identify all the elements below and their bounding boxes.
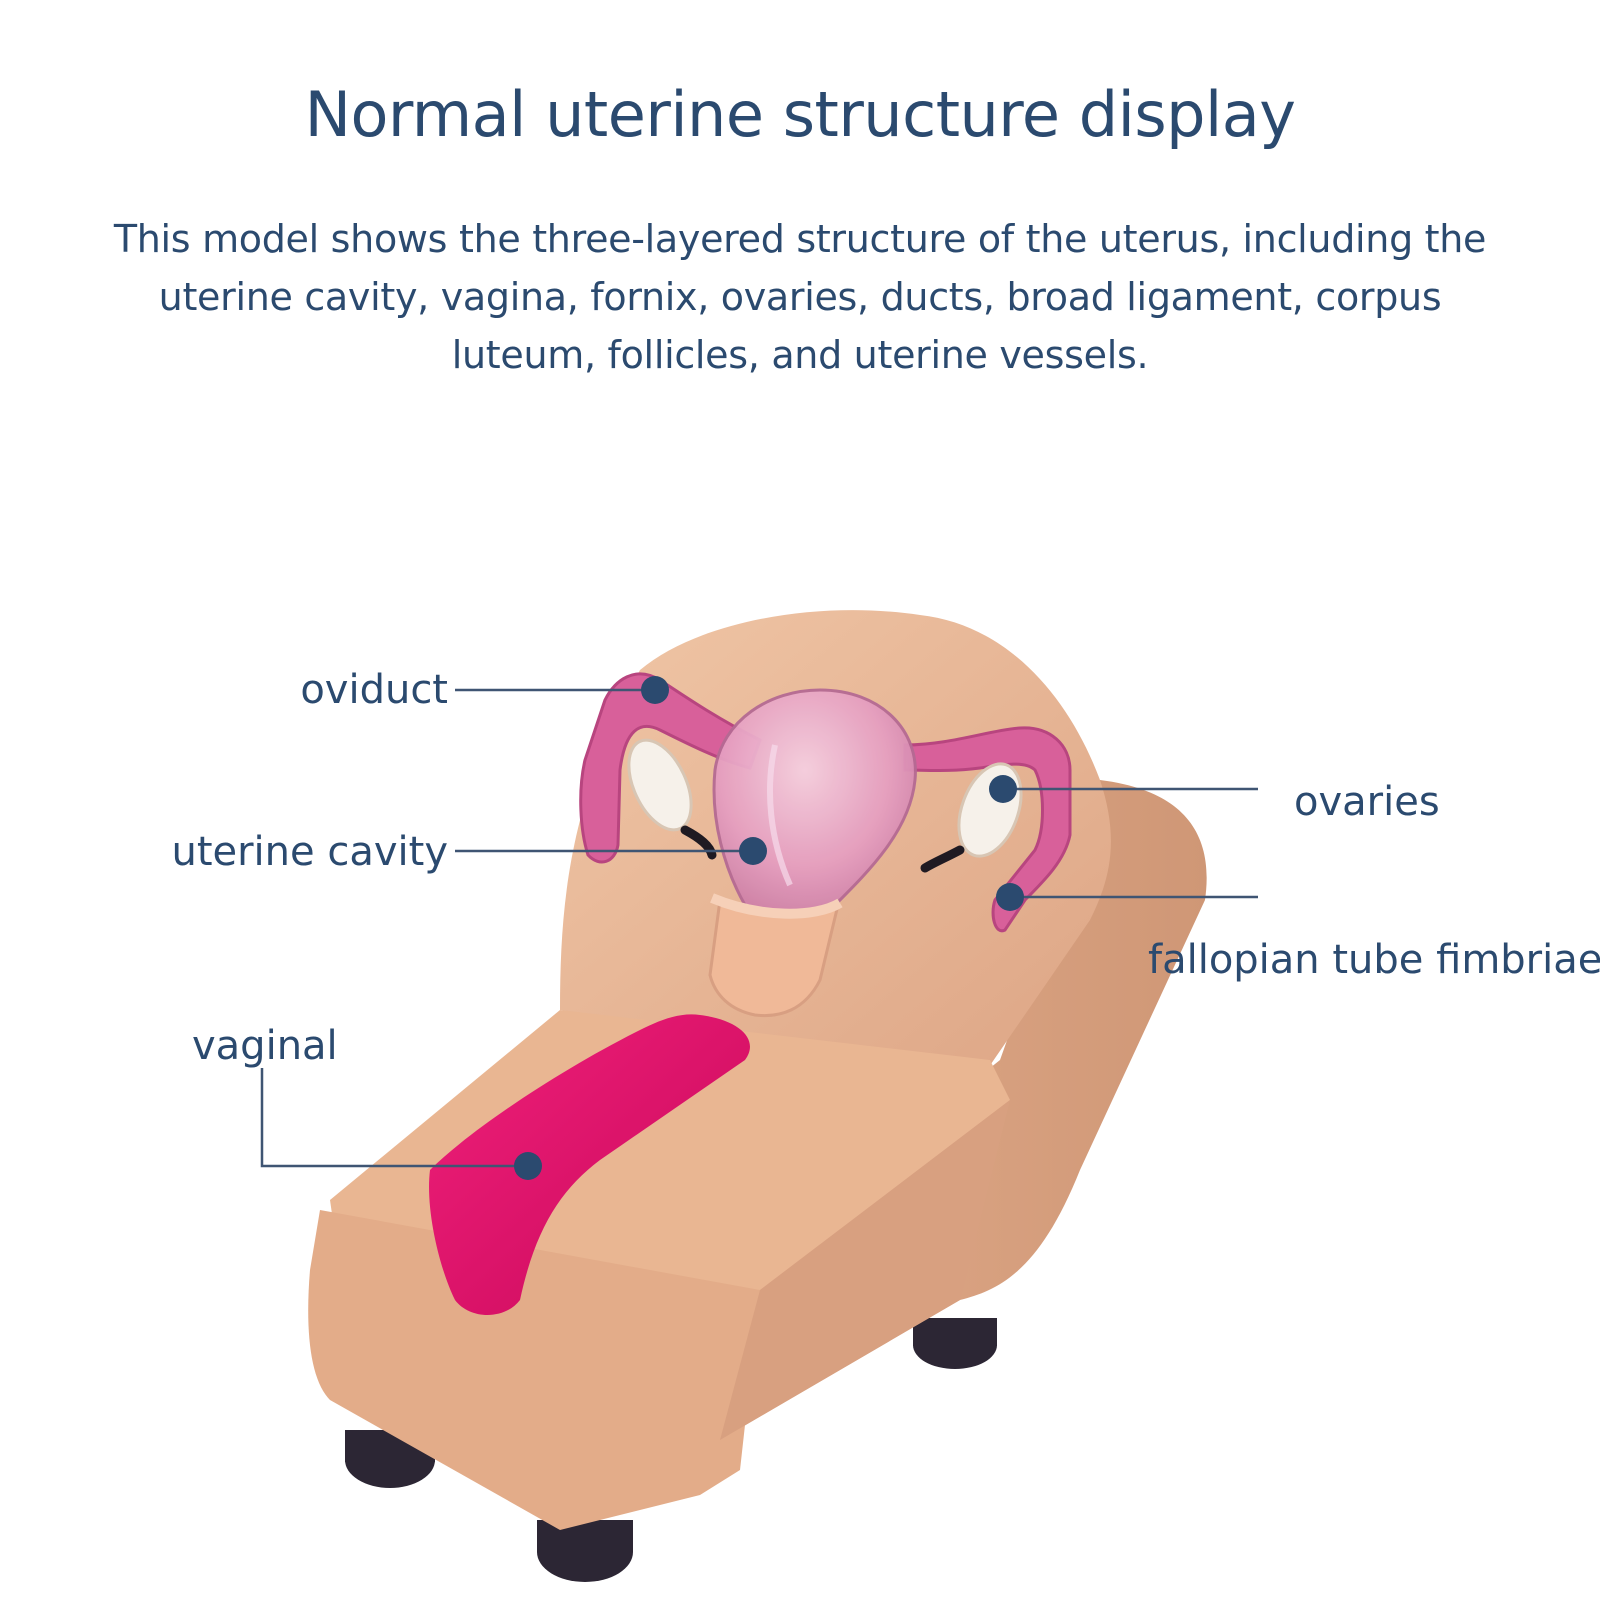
- ovaries-marker: [989, 775, 1017, 803]
- vaginal-marker: [514, 1152, 542, 1180]
- description: This model shows the three-layered struc…: [113, 217, 1487, 377]
- marker-dots: [514, 676, 1024, 1180]
- uterine-cavity-label: uterine cavity: [171, 829, 448, 875]
- fimbriae-marker: [996, 883, 1024, 911]
- fallopian-tube-fimbriae-label: fallopian tube fimbriae: [1148, 937, 1600, 983]
- ovaries-label: ovaries: [1294, 779, 1440, 825]
- vaginal-canal: [429, 1014, 750, 1315]
- leader-lines: [260, 688, 1258, 1168]
- oviduct-marker: [641, 676, 669, 704]
- oviduct-label: oviduct: [300, 667, 448, 713]
- uterine-cavity-marker: [739, 837, 767, 865]
- page-title: Normal uterine structure display: [304, 78, 1296, 151]
- vaginal-label: vaginal: [192, 1023, 338, 1069]
- ovaries: [627, 738, 1023, 873]
